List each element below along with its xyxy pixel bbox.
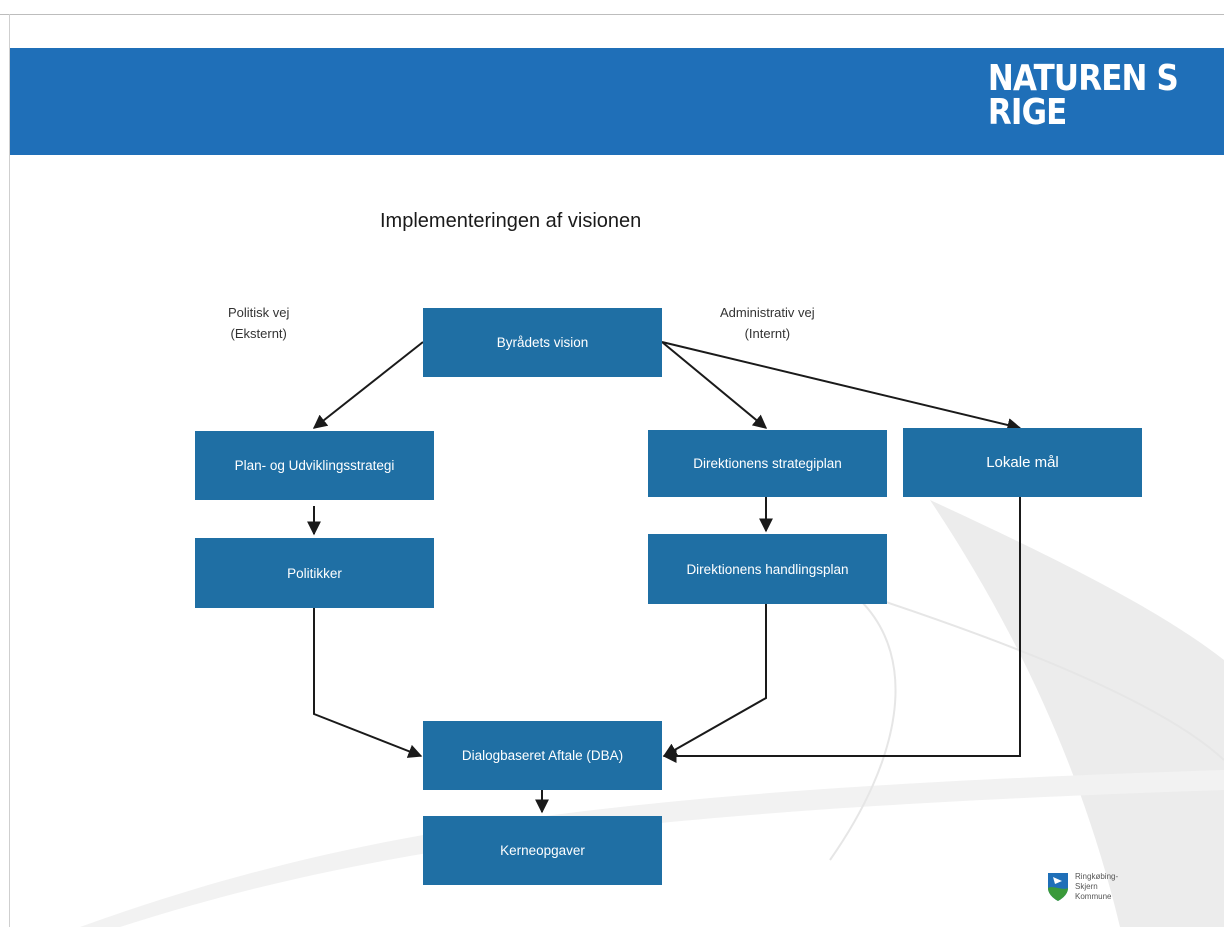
box-direktionens-handlingsplan: Direktionens handlingsplan bbox=[648, 534, 887, 604]
box-politikker-label: Politikker bbox=[287, 565, 342, 581]
brand-logo: NATUREN S RIGE bbox=[988, 58, 1179, 133]
municipality-name: Ringkøbing-Skjern Kommune bbox=[1075, 872, 1137, 902]
arrow-vision-to-strategi bbox=[661, 341, 768, 429]
arrow-vision-to-plan bbox=[312, 341, 424, 429]
box-plan-udviklingsstrategi-label: Plan- og Udviklingsstrategi bbox=[234, 458, 395, 473]
administrative-path-line2: (Internt) bbox=[744, 326, 791, 341]
municipality-logo: Ringkøbing-Skjern Kommune bbox=[1047, 872, 1137, 902]
box-lokale-maal: Lokale mål bbox=[903, 428, 1142, 497]
box-byraadets-vision: Byrådets vision bbox=[423, 308, 662, 377]
top-rule bbox=[0, 14, 1224, 15]
box-dialogbaseret-aftale: Dialogbaseret Aftale (DBA) bbox=[423, 721, 662, 790]
political-path-line2: (Eksternt) bbox=[230, 326, 287, 341]
box-lokale-maal-label: Lokale mål bbox=[986, 454, 1059, 471]
political-path-label: Politisk vej (Eksternt) bbox=[228, 302, 289, 344]
box-plan-udviklingsstrategi: Plan- og Udviklingsstrategi bbox=[195, 431, 434, 500]
arrow-lokale-to-dba bbox=[662, 497, 1021, 763]
brand-line-1: NATUREN S bbox=[988, 58, 1179, 99]
left-rule bbox=[9, 14, 10, 927]
arrow-handling-to-dba bbox=[662, 604, 767, 757]
box-byraadets-vision-label: Byrådets vision bbox=[496, 335, 589, 350]
box-kerneopgaver: Kerneopgaver bbox=[423, 816, 662, 885]
box-direktionens-strategiplan: Direktionens strategiplan bbox=[648, 430, 887, 497]
administrative-path-label: Administrativ vej (Internt) bbox=[720, 302, 815, 344]
municipality-shield-icon bbox=[1048, 873, 1068, 901]
administrative-path-line1: Administrativ vej bbox=[720, 305, 815, 320]
arrow-politikker-to-dba bbox=[313, 608, 423, 758]
box-politikker: Politikker bbox=[195, 538, 434, 608]
page-title: Implementeringen af visionen bbox=[380, 210, 642, 232]
header-banner: NATUREN S RIGE bbox=[10, 48, 1224, 155]
municipality-name-line2: Kommune bbox=[1075, 892, 1112, 901]
political-path-line1: Politisk vej bbox=[228, 305, 290, 320]
box-direktionens-handlingsplan-label: Direktionens handlingsplan bbox=[686, 561, 849, 577]
box-dialogbaseret-aftale-label: Dialogbaseret Aftale (DBA) bbox=[461, 748, 624, 763]
arrow-vision-to-lokale bbox=[661, 341, 1022, 432]
box-kerneopgaver-label: Kerneopgaver bbox=[500, 843, 585, 858]
municipality-name-line1: Ringkøbing-Skjern bbox=[1075, 872, 1119, 891]
box-direktionens-strategiplan-label: Direktionens strategiplan bbox=[693, 456, 842, 471]
brand-line-2: RIGE bbox=[988, 92, 1067, 133]
